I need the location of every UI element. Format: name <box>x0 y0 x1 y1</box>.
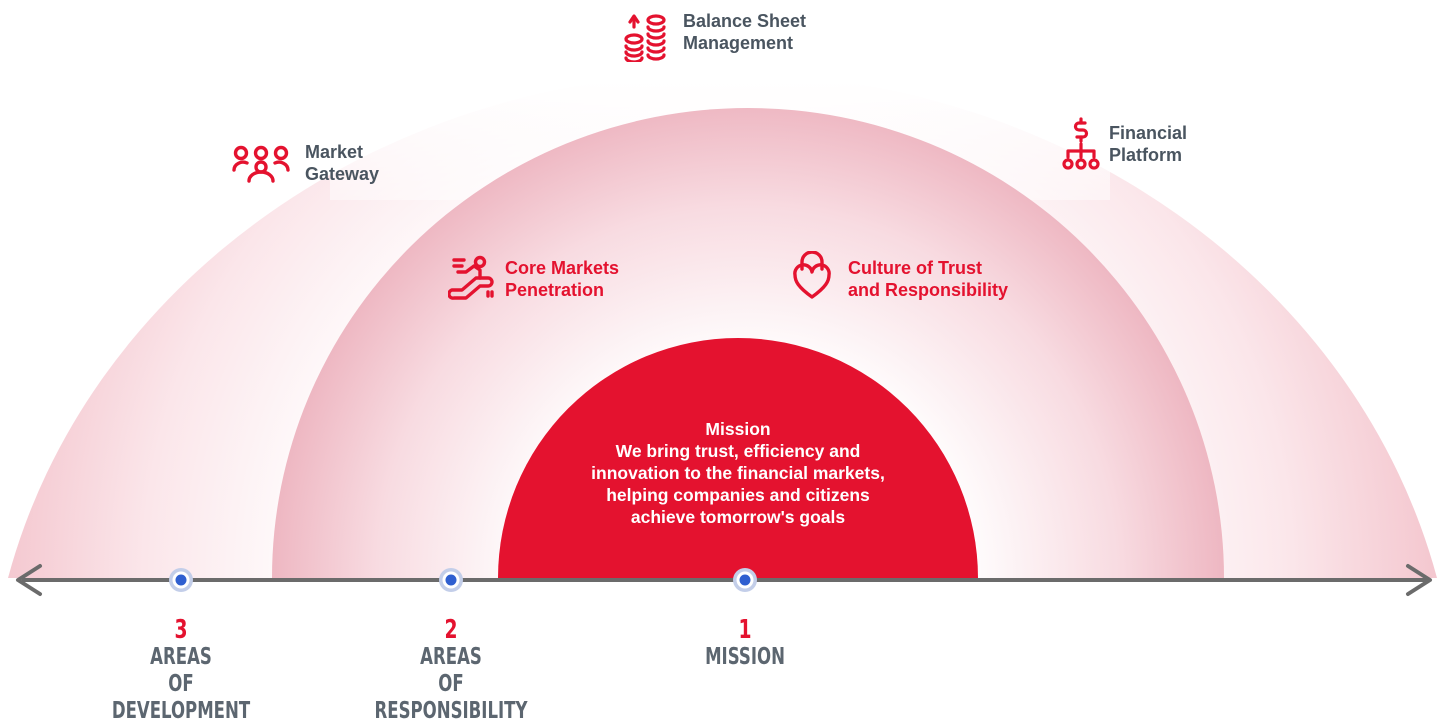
tick-number: 3 <box>174 615 188 645</box>
mission-line: helping companies and citizens <box>606 485 870 505</box>
people-group-icon <box>232 145 290 183</box>
label-core-markets-penetration: Core Markets Penetration <box>505 258 620 300</box>
label-culture-of-trust: Culture of Trust and Responsibility <box>848 258 1009 300</box>
label-balance-sheet-management: Balance Sheet Management <box>683 11 807 53</box>
tick-text: AREAS OF DEVELOPMENT <box>111 644 251 724</box>
escalator-icon <box>448 255 494 300</box>
tick-label-mission: 1 MISSION <box>687 616 802 671</box>
mission-line: innovation to the financial markets, <box>591 463 885 483</box>
label-market-gateway: Market Gateway <box>305 142 380 184</box>
mission-semicircle <box>498 338 978 578</box>
tick-label-development: 3 AREAS OF DEVELOPMENT <box>109 616 253 725</box>
mission-line: We bring trust, efficiency and <box>615 441 861 461</box>
mission-title: Mission <box>705 419 771 439</box>
tick-number: 1 <box>738 615 752 645</box>
axis-dot-responsibility <box>439 568 463 592</box>
coin-stack-icon <box>624 14 666 62</box>
mission-line: achieve tomorrow's goals <box>630 507 846 527</box>
tick-label-responsibility: 2 AREAS OF RESPONSIBILITY <box>365 616 538 725</box>
axis-dot-mission <box>733 568 757 592</box>
axis-dot-development <box>169 568 193 592</box>
tick-text: MISSION <box>705 644 785 670</box>
tick-text: AREAS OF RESPONSIBILITY <box>374 644 528 724</box>
axis-arrow-right <box>1406 564 1432 596</box>
axis-arrow-left <box>16 564 42 596</box>
diagram-canvas <box>8 60 1437 596</box>
mission-statement: Mission We bring trust, efficiency and i… <box>520 418 956 528</box>
heart-lock-icon <box>793 251 831 299</box>
dollar-network-icon <box>1062 117 1100 170</box>
tick-number: 2 <box>444 615 458 645</box>
label-financial-platform: Financial Platform <box>1109 123 1188 165</box>
